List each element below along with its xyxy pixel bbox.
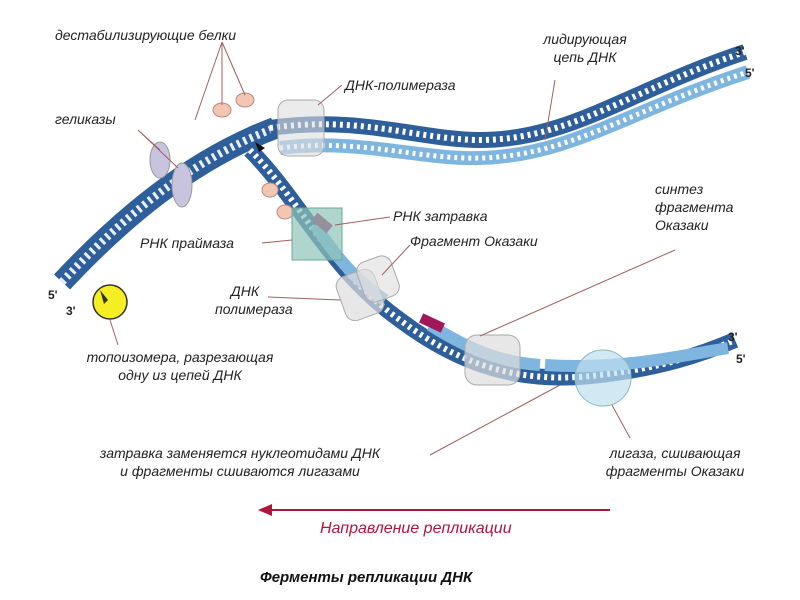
- topoisomerase: [92, 284, 128, 320]
- label-line: лигаза, сшивающая: [609, 445, 741, 461]
- label-line: и фрагменты сшиваются лигазами: [120, 463, 360, 479]
- label-destabilizing-proteins: дестабилизирующие белки: [55, 27, 237, 43]
- dna-polymerase-lagging: [464, 334, 521, 386]
- label-line: фрагменты Оказаки: [605, 463, 745, 479]
- label-dna-polymerase: ДНК полимераза: [215, 282, 293, 318]
- destabilizing-protein: [261, 182, 279, 198]
- diagram-title: Ферменты репликации ДНК: [260, 569, 473, 586]
- label-primer-replacement: затравка заменяется нуклеотидами ДНК и ф…: [50, 444, 430, 480]
- label-okazaki-fragment: Фрагмент Оказаки: [410, 233, 538, 249]
- label-line: лидирующая: [543, 31, 627, 47]
- end-label: 5': [745, 66, 755, 80]
- label-line: затравка заменяется нуклеотидами ДНК: [99, 445, 381, 461]
- label-line: цепь ДНК: [553, 49, 617, 65]
- destabilizing-protein: [235, 92, 255, 108]
- primase: [291, 207, 343, 261]
- label-line: синтез: [655, 181, 704, 197]
- end-label: 3': [728, 330, 738, 344]
- label-leading-strand: лидирующая цепь ДНК: [520, 30, 650, 66]
- rna-primer: [419, 313, 445, 333]
- dna-polymerase-leading: [277, 99, 325, 157]
- label-line: полимераза: [215, 301, 293, 317]
- leading-new-strand: [279, 65, 751, 166]
- label-okazaki-synthesis: синтез фрагмента Оказаки: [655, 180, 733, 234]
- helicase: [171, 162, 193, 208]
- label-line: топоизомера, разрезающая: [86, 349, 274, 365]
- end-label: 5': [736, 352, 746, 366]
- helicase: [149, 141, 171, 179]
- end-label: 3': [735, 44, 745, 58]
- label-ligase: лигаза, сшивающая фрагменты Оказаки: [580, 444, 770, 480]
- ligase: [574, 349, 632, 407]
- label-topoisomerase: топоизомера, разрезающая одну из цепей Д…: [50, 348, 310, 384]
- label-primase: РНК праймаза: [140, 235, 234, 251]
- destabilizing-protein: [212, 102, 232, 118]
- label-rna-primer: РНК затравка: [393, 208, 488, 224]
- replication-direction-label: Направление репликации: [320, 520, 512, 537]
- label-line: одну из цепей ДНК: [118, 367, 242, 383]
- label-line: фрагмента: [655, 199, 734, 215]
- okazaki-fragment: [544, 342, 729, 373]
- label-line: Оказаки: [655, 217, 709, 233]
- end-label: 3': [66, 304, 76, 318]
- label-line: ДНК: [230, 283, 260, 299]
- destabilizing-protein: [276, 204, 294, 220]
- label-dna-polymerase-top: ДНК-полимераза: [345, 77, 456, 93]
- parental-strand: [53, 117, 279, 290]
- leader-lines: [109, 41, 676, 456]
- end-label: 5': [48, 288, 58, 302]
- label-helicases: геликазы: [55, 111, 116, 127]
